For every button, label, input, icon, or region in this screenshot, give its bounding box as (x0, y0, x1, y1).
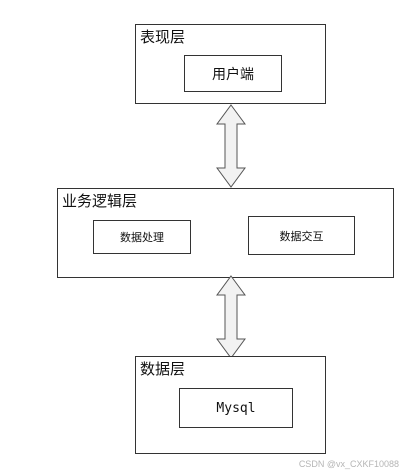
presentation-layer-title: 表现层 (140, 28, 186, 46)
data-layer: 数据层 Mysql (135, 356, 326, 454)
double-arrow-icon (216, 275, 246, 359)
data-layer-title: 数据层 (140, 360, 186, 378)
double-arrow-icon (216, 104, 246, 188)
data-processing-box: 数据处理 (93, 220, 191, 254)
mysql-box: Mysql (179, 388, 293, 428)
data-interaction-box: 数据交互 (248, 216, 355, 255)
watermark: CSDN @vx_CXKF10088 (298, 459, 399, 469)
business-logic-layer: 业务逻辑层 数据处理 数据交互 (57, 188, 394, 278)
business-logic-layer-title: 业务逻辑层 (62, 192, 138, 210)
presentation-layer: 表现层 用户端 (135, 24, 326, 104)
client-box: 用户端 (184, 55, 282, 92)
